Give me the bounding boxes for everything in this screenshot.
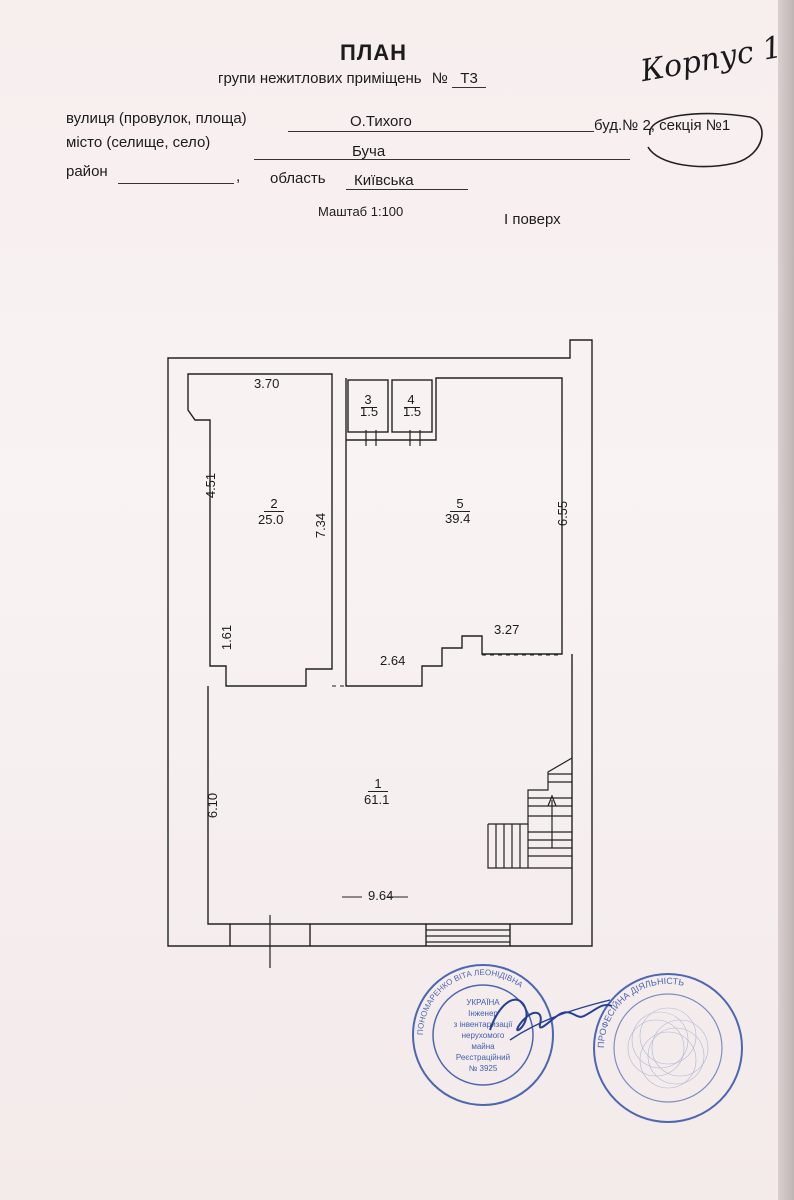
dim-room2-left-lower: 1.61 bbox=[219, 624, 235, 651]
dim-room5-stair: 3.27 bbox=[494, 622, 520, 637]
left-stamp: ПОНОМАРЕНКО ВІТА ЛЕОНІДІВНА УКРАЇНА Інже… bbox=[412, 964, 554, 1106]
dim-room1-width: 9.64 bbox=[368, 888, 394, 903]
document-subtitle: групи нежитлових приміщень № Т3 bbox=[218, 70, 487, 88]
subtitle-text: групи нежитлових приміщень bbox=[218, 70, 422, 87]
left-stamp-line-2: Інженер bbox=[468, 1009, 498, 1018]
dim-room1-height: 6.10 bbox=[205, 792, 221, 819]
room-4-wall bbox=[391, 379, 433, 433]
district-underline bbox=[118, 183, 234, 184]
street-label: вулиця (провулок, площа) bbox=[66, 110, 247, 127]
number-prefix: № bbox=[431, 70, 448, 87]
outer-wall-outline bbox=[167, 339, 593, 947]
city-label: місто (селище, село) bbox=[66, 134, 211, 151]
building-text: буд.№ 2, секція №1 bbox=[594, 117, 731, 134]
room-1-number: 1 bbox=[368, 776, 388, 792]
left-stamp-line-3: з інвентаризації bbox=[454, 1020, 514, 1029]
room-3-wall bbox=[347, 379, 389, 433]
paper-edge bbox=[778, 0, 794, 1200]
left-stamp-line-1: УКРАЇНА bbox=[466, 998, 500, 1007]
room-3-area: 1.5 bbox=[360, 404, 379, 419]
region-underline bbox=[346, 189, 468, 190]
city-underline bbox=[254, 159, 630, 160]
room-1-wall bbox=[207, 654, 573, 925]
district-separator: , bbox=[236, 168, 241, 185]
room-5-area: 39.4 bbox=[445, 511, 471, 526]
room-2-number: 2 bbox=[264, 496, 284, 512]
left-stamp-line-7: № 3925 bbox=[469, 1064, 498, 1073]
floor-label: І поверх bbox=[504, 211, 561, 228]
left-stamp-line-4: нерухомого bbox=[462, 1031, 505, 1040]
group-number: Т3 bbox=[452, 70, 487, 88]
room-2-wall bbox=[187, 373, 333, 687]
region-label: область bbox=[270, 170, 326, 187]
room-2-area: 25.0 bbox=[258, 512, 284, 527]
room-5-number: 5 bbox=[450, 496, 470, 512]
left-stamp-line-6: Реєстраційний bbox=[456, 1053, 510, 1062]
staircase bbox=[487, 757, 573, 869]
document-title: ПЛАН bbox=[340, 40, 408, 65]
plan-scale: Маштаб 1:100 bbox=[318, 204, 404, 219]
signature bbox=[489, 998, 613, 1041]
room-4-area: 1.5 bbox=[403, 404, 422, 419]
dim-room2-right: 7.34 bbox=[313, 512, 329, 539]
dim-opening: 2.64 bbox=[380, 653, 406, 668]
room-3-number: 3 bbox=[361, 392, 375, 408]
dim-room2-left-upper: 4.51 bbox=[203, 472, 219, 499]
dim-room1-width-arrow bbox=[342, 896, 408, 898]
dim-room2-width: 3.70 bbox=[254, 376, 280, 391]
room-4-number: 4 bbox=[404, 392, 418, 408]
region-value: Київська bbox=[354, 172, 414, 189]
district-label: район bbox=[66, 163, 108, 180]
dim-room5-right: 6.55 bbox=[555, 500, 571, 527]
building-circle-mark bbox=[647, 112, 763, 168]
room-1-area: 61.1 bbox=[364, 792, 390, 807]
right-stamp: ПРОФЕСІЙНА ДІЯЛЬНІСТЬ bbox=[593, 973, 743, 1123]
left-stamp-line-5: майна bbox=[471, 1042, 495, 1051]
street-value: О.Тихого bbox=[350, 113, 412, 130]
city-value: Буча bbox=[352, 143, 386, 160]
street-underline bbox=[288, 131, 594, 132]
room-5-wall bbox=[345, 377, 563, 687]
